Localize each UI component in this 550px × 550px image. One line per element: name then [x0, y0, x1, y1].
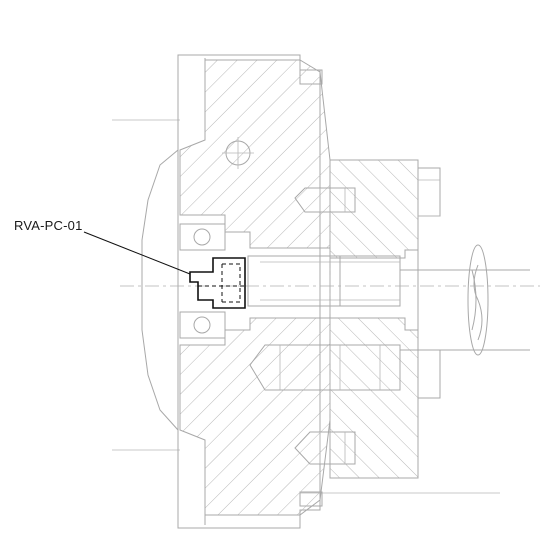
highlighted-part-rva-pc-01 [189, 257, 246, 309]
lower-bolt [294, 431, 356, 465]
upper-bearing [179, 223, 226, 251]
right-block-hatched-lower [329, 317, 419, 479]
centre-lines [120, 200, 540, 440]
end-cap [417, 167, 441, 399]
housing-hatched-section-lower [179, 317, 331, 516]
callout-leader-line [83, 231, 191, 275]
reference-lines [112, 119, 500, 494]
part-callout-label: RVA-PC-01 [14, 218, 83, 233]
shaft-extension [400, 244, 530, 356]
middle-bolt [249, 344, 401, 391]
upper-bolt [294, 187, 356, 213]
shaft [247, 255, 401, 307]
bolt-hole [222, 137, 254, 169]
right-block-hatched [329, 159, 419, 259]
housing-hatched-section [179, 59, 331, 249]
lower-bearing [179, 311, 226, 339]
